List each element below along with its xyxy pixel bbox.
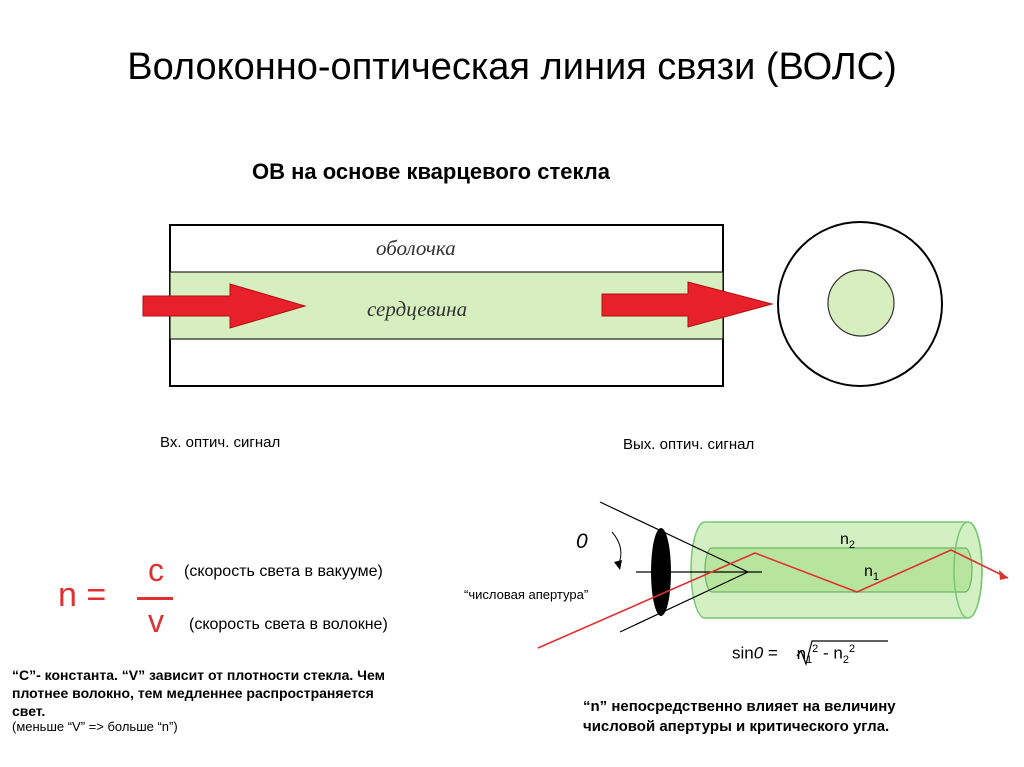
acceptance-cone-upper [599,501,749,573]
output-signal-label: Вых. оптич. сигнал [623,436,755,453]
fiber-subtitle: ОВ на основе кварцевого стекла [252,159,610,184]
light-ray [537,549,1009,649]
note-line-2: плотнее волокно, тем медленнее распростр… [12,685,374,701]
formula-numerator: c [148,552,164,588]
numerical-aperture-label: “числовая апертура” [464,587,589,602]
fraction-bar [137,597,173,600]
theta-symbol: 0 [576,530,588,553]
n2-label: n2 [840,531,856,552]
sqrt-sign [796,640,888,666]
cladding-label: оболочка [376,236,456,260]
note-line-1: “C”- константа. “V” зависит от плотности… [12,667,385,683]
refractive-index-symbol: n = [58,576,107,614]
light-ray-head [999,570,1008,580]
numerator-note: (скорость света в вакууме) [184,563,383,580]
theta-arc-arrow [614,560,622,570]
core-label: сердцевина [367,297,468,321]
aperture-formula: sin0 = n12 - n22 [732,643,856,667]
bottom-note-line-2: числовой апертуры и критического угла. [583,718,890,735]
lens [651,528,671,616]
note-line-4: (меньше “V” => больше “n”) [12,719,178,734]
input-signal-label: Вх. оптич. сигнал [160,434,281,451]
bottom-note-line-1: “n” непосредственно влияет на величину [583,698,896,715]
acceptance-cone-lower [619,571,749,633]
n1-label: n1 [864,563,880,584]
formula-denominator: v [148,603,164,639]
note-line-3: свет. [12,703,46,719]
page-title: Волоконно-оптическая линия связи (ВОЛС) [127,46,897,88]
fiber-tube-end [953,521,983,619]
cross-section-core [827,269,895,337]
output-arrow [601,281,774,328]
input-arrow [142,283,307,329]
denominator-note: (скорость света в волокне) [189,616,388,633]
